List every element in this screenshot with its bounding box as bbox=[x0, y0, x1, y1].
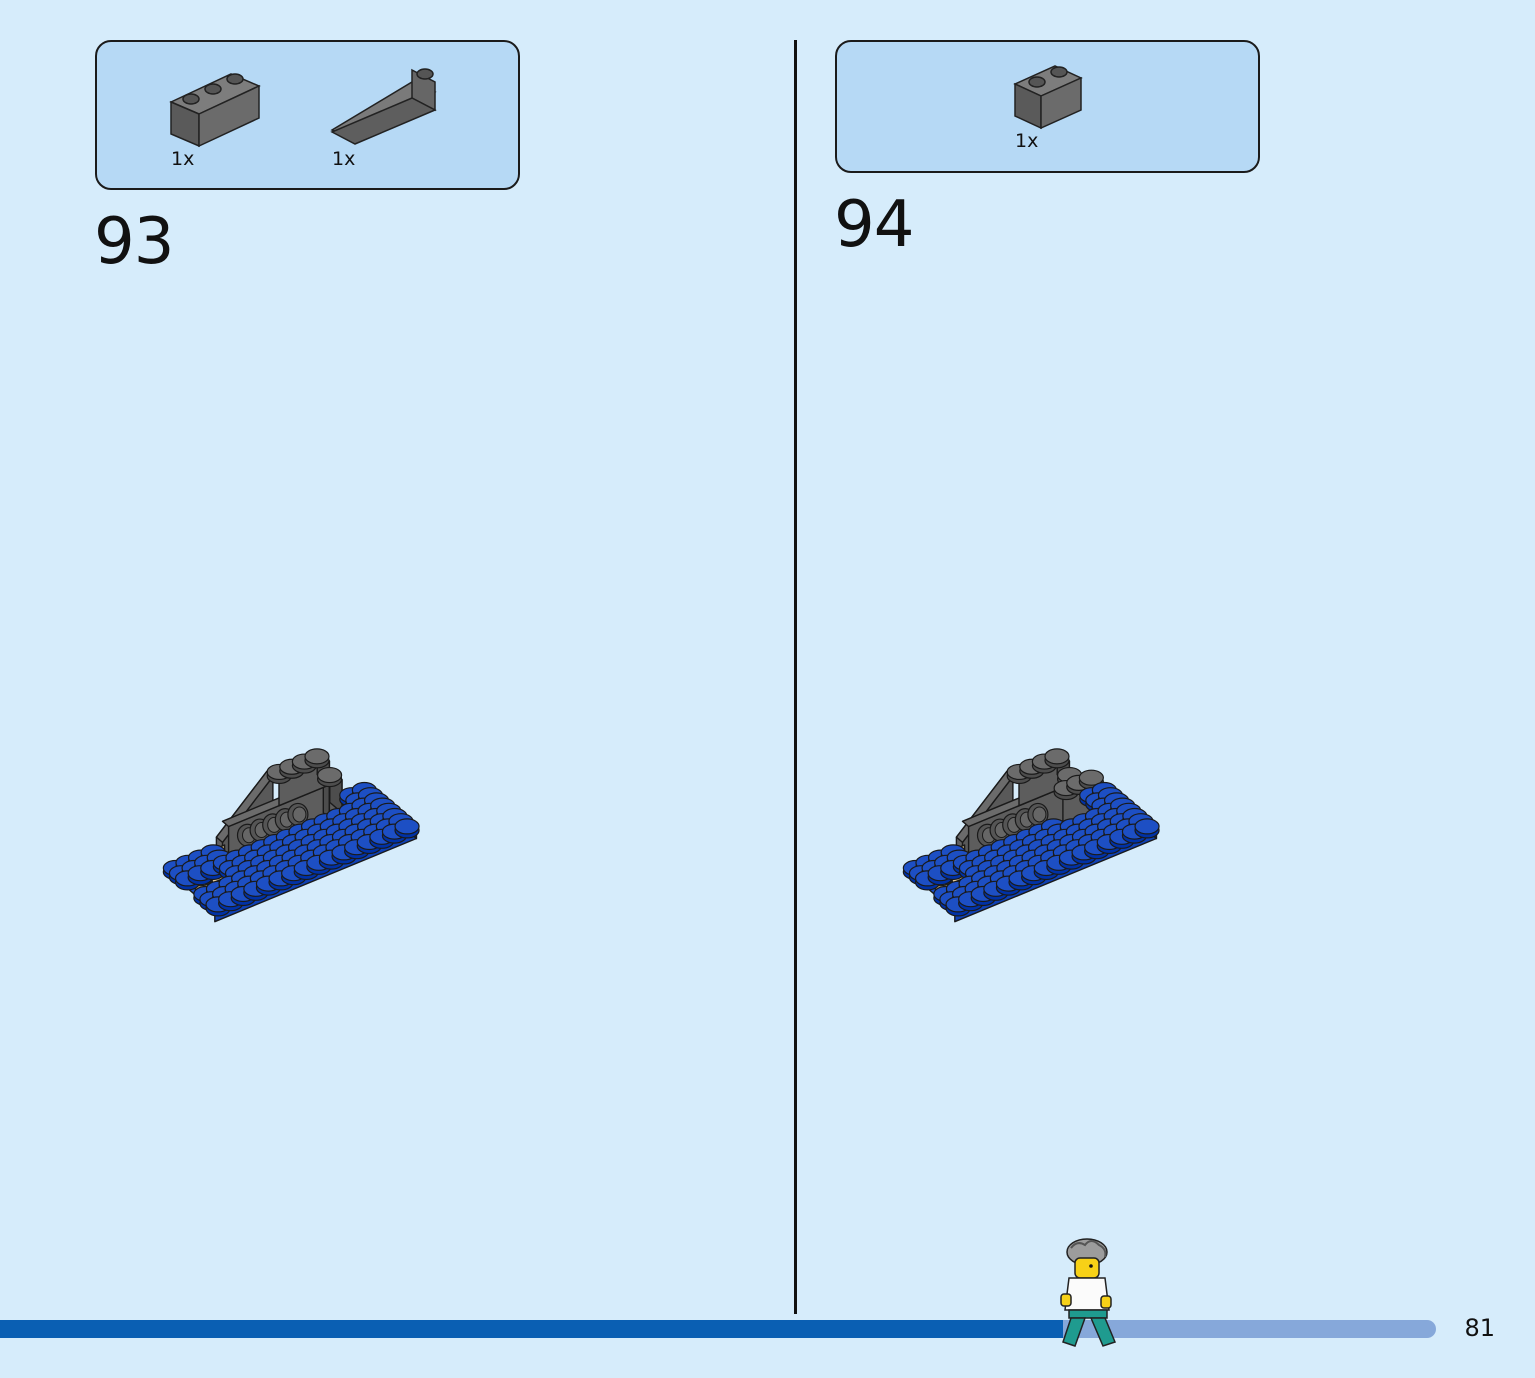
brick-1x3-icon bbox=[169, 73, 261, 148]
step-number: 93 bbox=[94, 205, 174, 279]
model-illustration-step-93 bbox=[162, 748, 420, 923]
progress-fill bbox=[0, 1320, 1063, 1338]
stud bbox=[394, 818, 420, 835]
stud bbox=[1078, 769, 1104, 786]
progress-bar bbox=[0, 1320, 1436, 1338]
technic-hole bbox=[292, 806, 307, 823]
page-number: 81 bbox=[1464, 1314, 1495, 1342]
technic-hole bbox=[1032, 806, 1047, 823]
brick-1x2-icon bbox=[1013, 65, 1083, 130]
part-quantity: 1x bbox=[332, 148, 356, 170]
stud bbox=[317, 766, 343, 784]
page-divider bbox=[794, 40, 797, 1314]
stud bbox=[1044, 748, 1070, 765]
parts-callout-step-94: 1x bbox=[835, 40, 1260, 173]
minifigure-walker-icon bbox=[1060, 1238, 1117, 1347]
slope-brick-icon bbox=[330, 68, 437, 145]
step-number: 94 bbox=[834, 188, 914, 262]
stud bbox=[1134, 818, 1160, 835]
parts-callout-step-93: 1x 1x bbox=[95, 40, 520, 190]
part-quantity: 1x bbox=[171, 148, 195, 170]
part-quantity: 1x bbox=[1015, 130, 1039, 152]
stud bbox=[304, 748, 330, 765]
model-illustration-step-94 bbox=[902, 748, 1160, 923]
